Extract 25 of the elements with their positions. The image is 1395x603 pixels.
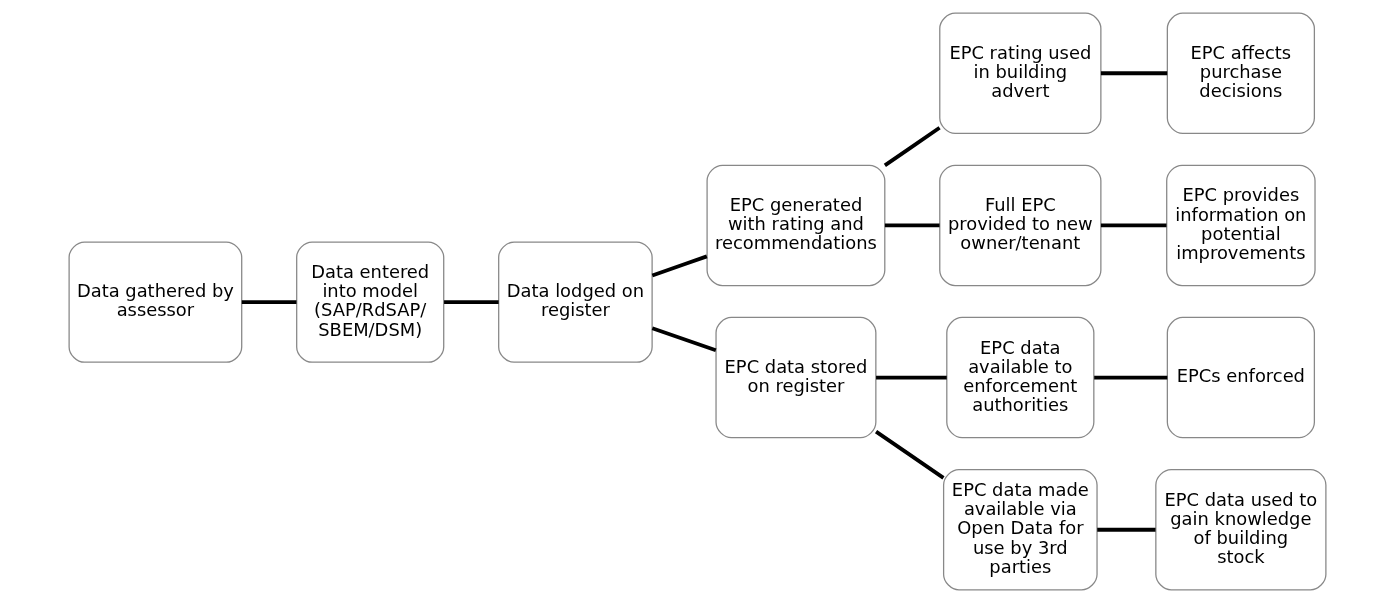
connector [241,300,297,305]
connector [883,126,941,167]
node-box: EPC rating used in building advert [939,12,1102,134]
connector [651,326,717,353]
node-box: EPC generated with rating and recommendations [706,164,886,287]
connector [1100,71,1168,76]
node-box: EPC data made available via Open Data for use by 3rd parties [942,469,1098,591]
node-box: Data gathered by assessor [68,241,243,363]
node-box: Data lodged on register [498,241,653,363]
connector [651,254,708,278]
connector [874,430,945,480]
node-box: EPCs enforced [1166,316,1316,439]
connector [1094,375,1168,380]
node-box: EPC data stored on register [715,316,877,439]
node-box: Data entered into model (SAP/RdSAP/ SBEM/DSM) [296,241,445,363]
node-box: EPC affects purchase decisions [1166,12,1316,134]
node-box: EPC provides information on potential improvements [1166,164,1316,287]
node-box: EPC data available to enforcement authorities [946,316,1095,439]
node-box: EPC data used to gain knowledge of building stock [1155,469,1327,591]
connector [876,375,947,380]
connector [1097,527,1156,532]
connector [884,223,940,228]
node-box: Full EPC provided to new owner/tenant [939,164,1102,287]
connector [1100,223,1167,228]
connector [444,300,499,305]
